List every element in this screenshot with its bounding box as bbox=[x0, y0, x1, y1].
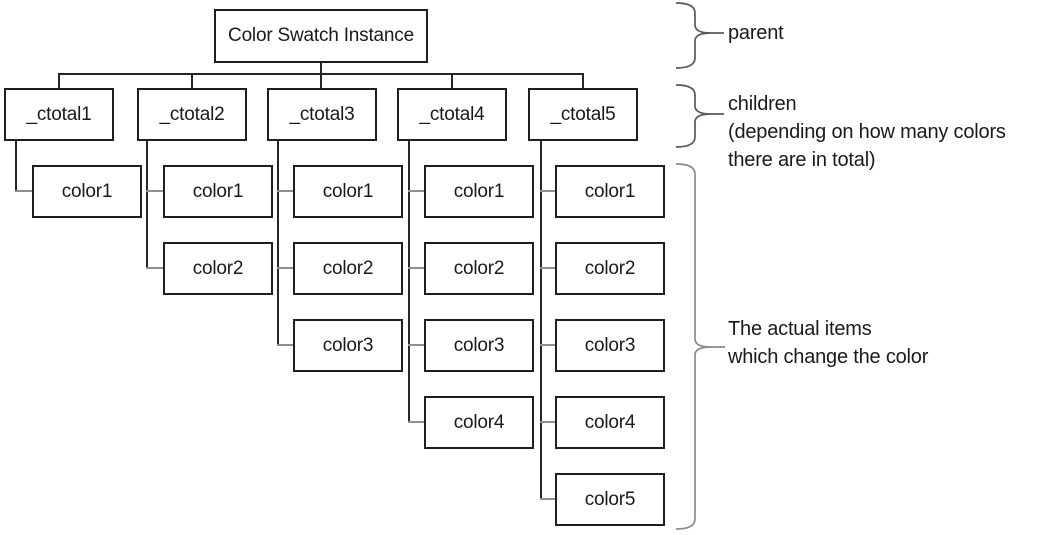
item-node-c2-color2: color2 bbox=[163, 242, 273, 295]
brace-parent bbox=[675, 2, 724, 69]
tree-connectors bbox=[15, 63, 584, 500]
item-node-c3-color2: color2 bbox=[293, 242, 403, 295]
children-annotation-line1: children bbox=[728, 93, 797, 115]
child-node-ctotal1: _ctotal1 bbox=[4, 88, 114, 141]
child-node-ctotal3: _ctotal3 bbox=[267, 88, 377, 141]
item-node-c5-color1: color1 bbox=[555, 165, 665, 218]
item-node-c5-color4: color4 bbox=[555, 396, 665, 449]
parent-node: Color Swatch Instance bbox=[214, 9, 428, 63]
item-node-c5-color3: color3 bbox=[555, 319, 665, 372]
children-annotation-line2: (depending on how many colors bbox=[728, 121, 1006, 143]
item-node-c2-color1: color1 bbox=[163, 165, 273, 218]
item-node-c5-color5: color5 bbox=[555, 473, 665, 526]
item-node-c1-color1: color1 bbox=[32, 165, 142, 218]
item-node-c4-color1: color1 bbox=[424, 165, 534, 218]
children-annotation-line3: there are in total) bbox=[728, 149, 876, 171]
items-annotation-line2: which change the color bbox=[728, 346, 929, 368]
child-node-ctotal4: _ctotal4 bbox=[397, 88, 507, 141]
items-annotation: The actual items which change the color bbox=[728, 315, 928, 371]
item-node-c3-color3: color3 bbox=[293, 319, 403, 372]
brace-children bbox=[675, 84, 724, 148]
item-node-c3-color1: color1 bbox=[293, 165, 403, 218]
child-node-ctotal5: _ctotal5 bbox=[528, 88, 638, 141]
item-node-c4-color3: color3 bbox=[424, 319, 534, 372]
items-annotation-line1: The actual items bbox=[728, 318, 872, 340]
brace-items bbox=[675, 163, 725, 530]
children-annotation: children (depending on how many colors t… bbox=[728, 90, 1006, 174]
parent-annotation: parent bbox=[728, 22, 784, 44]
item-node-c4-color4: color4 bbox=[424, 396, 534, 449]
item-node-c5-color2: color2 bbox=[555, 242, 665, 295]
child-node-ctotal2: _ctotal2 bbox=[137, 88, 247, 141]
item-stub-connectors bbox=[15, 190, 555, 500]
item-node-c4-color2: color2 bbox=[424, 242, 534, 295]
